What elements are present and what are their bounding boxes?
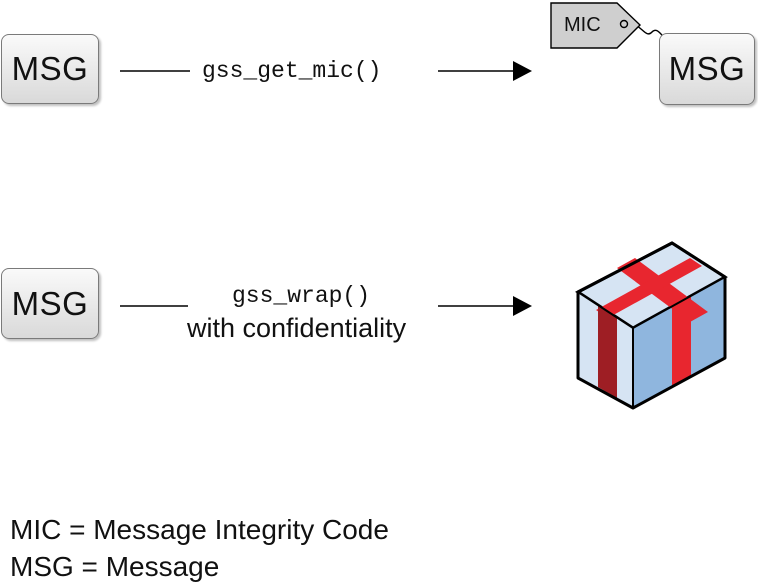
arrowhead-row2 <box>513 296 532 316</box>
function-sublabel-confidentiality: with confidentiality <box>187 313 407 343</box>
legend-mic: MIC = Message Integrity Code <box>10 514 389 545</box>
legend-msg: MSG = Message <box>10 551 220 582</box>
mic-tag-label: MIC <box>564 14 601 36</box>
function-label-wrap: gss_wrap() <box>232 283 371 309</box>
arrowhead-row1 <box>513 61 532 81</box>
function-label-get-mic: gss_get_mic() <box>202 58 382 84</box>
input-message-box-row2: MSG <box>1 268 99 339</box>
output-message-box-row1: MSG <box>659 33 755 105</box>
gift-box-icon <box>575 241 728 410</box>
tag-hole-icon <box>619 19 629 29</box>
mic-tag: MIC <box>550 2 642 49</box>
input-message-box-row1: MSG <box>1 34 99 104</box>
